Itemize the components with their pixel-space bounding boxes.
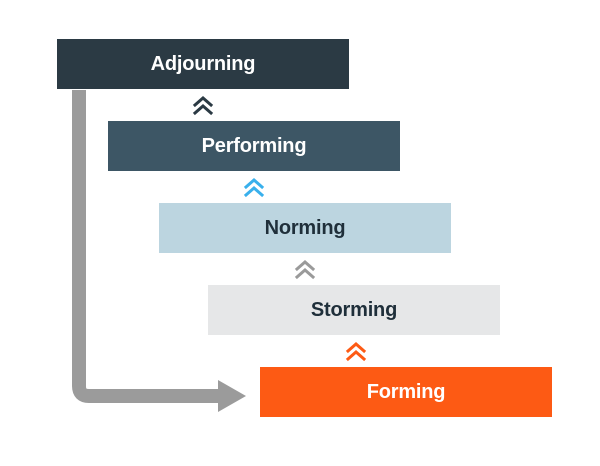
double-chevron-up-icon bbox=[243, 178, 265, 198]
stage-performing: Performing bbox=[108, 121, 400, 171]
stage-label: Adjourning bbox=[150, 52, 256, 75]
double-chevron-up-icon bbox=[294, 260, 316, 280]
stage-label: Performing bbox=[201, 134, 307, 157]
stage-label: Storming bbox=[310, 298, 398, 321]
stage-label: Norming bbox=[264, 216, 346, 239]
stage-label: Forming bbox=[366, 380, 446, 403]
stage-forming: Forming bbox=[260, 367, 552, 417]
double-chevron-up-icon bbox=[345, 342, 367, 362]
stage-norming: Norming bbox=[159, 203, 451, 253]
stage-storming: Storming bbox=[208, 285, 500, 335]
double-chevron-up-icon bbox=[192, 96, 214, 116]
stage-adjourning: Adjourning bbox=[57, 39, 349, 89]
